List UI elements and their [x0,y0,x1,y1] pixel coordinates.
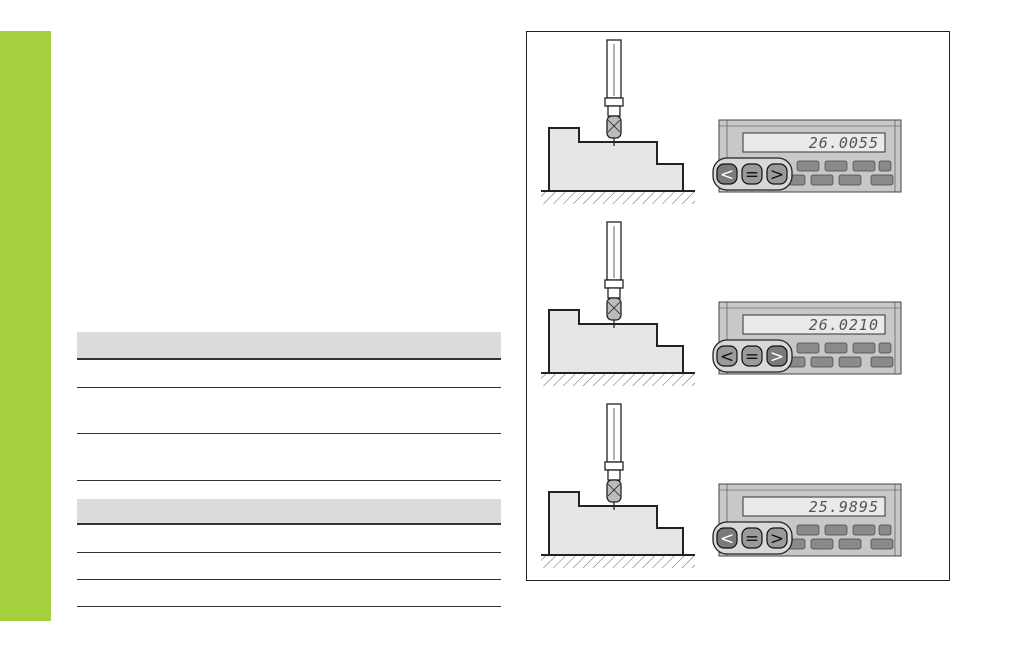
lcd-display [742,132,886,153]
equals-key [741,527,763,549]
less-than-key [716,163,738,185]
device-key [878,524,892,536]
greater-than-key-label: > [770,347,784,367]
probe-body [607,105,621,117]
device-key [870,538,894,550]
device-key [852,342,876,354]
greater-than-key-label: > [770,165,784,185]
measurement-panel: 26.0210 < = > [527,214,949,394]
table-upper [77,332,501,481]
probe-collar [604,97,624,107]
table-lower [77,499,501,607]
lcd-display [742,314,886,335]
equals-key [741,345,763,367]
probe-head [606,297,622,321]
device-key [824,524,848,536]
equals-key-label: = [745,165,759,185]
device-key [810,356,834,368]
table-upper-header [77,332,501,360]
device-key [810,538,834,550]
device-key [878,342,892,354]
device-key [838,356,862,368]
less-than-key [716,527,738,549]
greater-than-key [766,345,788,367]
lcd-value: 26.0210 [809,316,879,334]
device-key [878,160,892,172]
figure-frame: 26.0055 < = >26.0210 < = >25.9895 < = > [526,31,950,581]
greater-than-key-label: > [770,529,784,549]
workpiece [548,127,684,192]
table-row [77,434,501,481]
ground-hatch [541,556,695,568]
measurement-illustration: 25.9895 < = > [541,403,902,568]
device-key [796,160,820,172]
table-row [77,525,501,553]
probe-body [607,469,621,481]
less-than-key-label: < [720,165,734,185]
table-row [77,580,501,607]
device-key [796,524,820,536]
less-than-key-label: < [720,347,734,367]
lcd-display [742,496,886,517]
table-lower-header [77,499,501,525]
probe-head [606,115,622,139]
greater-than-key [766,163,788,185]
ground-hatch [541,192,695,204]
less-than-key [716,345,738,367]
device-key [870,174,894,186]
device-key [824,160,848,172]
equals-key [741,163,763,185]
table-row [77,388,501,434]
device-key [870,356,894,368]
table-row [77,553,501,580]
device-key [796,342,820,354]
measurement-panel: 25.9895 < = > [527,396,949,576]
device-key [824,342,848,354]
device-key [838,538,862,550]
workpiece [548,491,684,556]
device-key [852,524,876,536]
device-key [838,174,862,186]
lcd-value: 25.9895 [809,498,879,516]
equals-key-label: = [745,347,759,367]
measurement-illustration: 26.0055 < = > [541,39,902,204]
less-than-key-label: < [720,529,734,549]
probe-collar [604,279,624,289]
greater-than-key [766,527,788,549]
ground-hatch [541,374,695,386]
probe-body [607,287,621,299]
probe-collar [604,461,624,471]
workpiece [548,309,684,374]
probe-head [606,479,622,503]
table-row [77,360,501,388]
device-key [810,174,834,186]
equals-key-label: = [745,529,759,549]
measurement-panel: 26.0055 < = > [527,32,949,212]
device-key [852,160,876,172]
lcd-value: 26.0055 [809,134,879,152]
measurement-illustration: 26.0210 < = > [541,221,902,386]
chapter-tab [0,31,51,621]
